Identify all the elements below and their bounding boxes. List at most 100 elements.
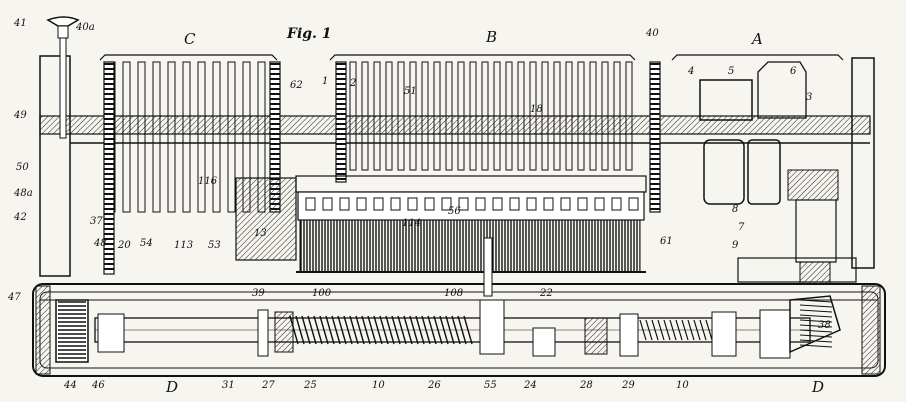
ref-48: 48 bbox=[93, 238, 107, 249]
comb-tooth bbox=[227, 61, 236, 213]
screw-thread bbox=[451, 315, 461, 345]
drum-slot bbox=[611, 197, 622, 211]
ref-13: 13 bbox=[254, 228, 267, 239]
section-label-b: B bbox=[485, 28, 497, 46]
ref-1: 1 bbox=[322, 76, 328, 87]
drum-slot bbox=[322, 197, 333, 211]
screw-thread bbox=[289, 315, 299, 345]
ref-41: 41 bbox=[13, 18, 27, 29]
ref-27: 27 bbox=[261, 380, 275, 391]
drum-slot bbox=[356, 197, 367, 211]
comb-tooth bbox=[505, 61, 513, 171]
feed-screw bbox=[289, 315, 731, 345]
ref-116: 116 bbox=[198, 176, 218, 187]
comb-tooth bbox=[433, 61, 441, 171]
bevel-tooth bbox=[799, 334, 833, 338]
section-label-d-right: D bbox=[811, 378, 824, 396]
screw-thread bbox=[295, 315, 305, 345]
knob-rod-41 bbox=[46, 16, 80, 139]
comb-tooth bbox=[517, 61, 525, 171]
screw-thread bbox=[355, 315, 365, 345]
gear-44 bbox=[55, 299, 89, 363]
ref-24: 24 bbox=[523, 380, 537, 391]
drum-slot bbox=[492, 197, 503, 211]
section-label-c: C bbox=[184, 30, 196, 48]
drum-slot bbox=[475, 197, 486, 211]
screw-thread bbox=[639, 319, 647, 341]
comb-tooth bbox=[385, 61, 393, 171]
drum-slot bbox=[441, 197, 452, 211]
ref-53: 53 bbox=[208, 240, 221, 251]
section-c-comb bbox=[99, 54, 278, 213]
ref-50: 50 bbox=[16, 162, 29, 173]
screw-thread bbox=[397, 315, 407, 345]
section-label-a: A bbox=[750, 30, 763, 48]
comb-tooth bbox=[565, 61, 573, 171]
section-label-d-left: D bbox=[165, 378, 178, 396]
screw-thread bbox=[657, 319, 665, 341]
comb-tooth bbox=[152, 61, 161, 213]
comb-tooth bbox=[445, 61, 453, 171]
screw-thread bbox=[439, 315, 449, 345]
ref-49: 49 bbox=[13, 110, 27, 121]
screw-thread bbox=[699, 319, 707, 341]
drum-slot bbox=[628, 197, 639, 211]
screw-thread bbox=[349, 315, 359, 345]
comb-tooth bbox=[182, 61, 191, 213]
drum-slot bbox=[577, 197, 588, 211]
labels: Fig. 1 C B A D D 41 40a 40 49 50 48a 42 … bbox=[7, 18, 831, 396]
gear-wheel bbox=[335, 61, 347, 183]
comb-tooth bbox=[493, 61, 501, 171]
drum-slot bbox=[458, 197, 469, 211]
ref-55: 55 bbox=[484, 380, 497, 391]
screw-thread bbox=[681, 319, 689, 341]
comb-tooth bbox=[349, 61, 357, 171]
ref-38: 38 bbox=[818, 320, 831, 331]
screw-thread bbox=[705, 319, 713, 341]
comb-tooth bbox=[373, 61, 381, 171]
screw-thread bbox=[391, 315, 401, 345]
screw-thread bbox=[331, 315, 341, 345]
screw-thread bbox=[427, 315, 437, 345]
screw-thread bbox=[675, 319, 683, 341]
comb-tooth bbox=[589, 61, 597, 171]
drum-slot bbox=[390, 197, 401, 211]
bevel-tooth bbox=[799, 319, 833, 323]
comb-tooth bbox=[541, 61, 549, 171]
ref-10-left: 10 bbox=[372, 380, 385, 391]
drum-slot bbox=[407, 197, 418, 211]
ref-4: 4 bbox=[687, 66, 694, 77]
bevel-tooth bbox=[799, 329, 833, 333]
ref-51: 51 bbox=[404, 86, 417, 97]
ref-8: 8 bbox=[732, 204, 738, 215]
comb-tooth bbox=[457, 61, 465, 171]
comb-tooth bbox=[421, 61, 429, 171]
ref-6: 6 bbox=[790, 66, 797, 77]
comb-tooth bbox=[601, 61, 609, 171]
gear-wheel bbox=[649, 61, 661, 213]
comb-tooth bbox=[197, 61, 206, 213]
upper-bed bbox=[39, 55, 875, 285]
comb-tooth bbox=[625, 61, 633, 171]
ref-37: 37 bbox=[90, 216, 103, 227]
screw-thread bbox=[325, 315, 335, 345]
drum-slot bbox=[305, 197, 316, 211]
ref-20: 20 bbox=[117, 240, 131, 251]
ref-40a: 40a bbox=[75, 22, 95, 33]
comb-tooth bbox=[122, 61, 131, 213]
base-frame bbox=[32, 283, 886, 377]
drum-slot bbox=[509, 197, 520, 211]
comb-tooth bbox=[613, 61, 621, 171]
lower-shaft bbox=[55, 295, 841, 363]
ref-114: 114 bbox=[402, 218, 421, 229]
comb-tooth bbox=[409, 61, 417, 171]
ref-56: 56 bbox=[448, 206, 461, 217]
ref-113: 113 bbox=[174, 240, 193, 251]
drum-slot bbox=[424, 197, 435, 211]
ref-48a: 48a bbox=[13, 188, 33, 199]
screw-thread bbox=[651, 319, 659, 341]
ref-54: 54 bbox=[140, 238, 153, 249]
ref-46: 46 bbox=[91, 380, 105, 391]
screw-thread bbox=[693, 319, 701, 341]
